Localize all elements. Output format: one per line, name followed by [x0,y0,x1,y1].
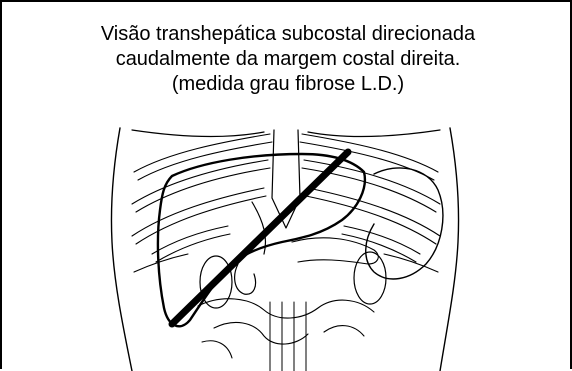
clavicle-right [307,129,441,138]
intestine-2 [213,321,309,345]
gallbladder [234,263,257,295]
rib-left-3b [135,195,267,245]
intestine-4 [201,340,233,359]
rib-right-3b [305,195,437,245]
caption-line-3: (medida grau fibrose L.D.) [171,73,405,95]
stomach-outline [365,167,444,280]
rib-right-1b [299,141,435,181]
sternum [271,129,301,229]
rib-right-5 [383,253,439,273]
rib-left-3 [131,187,265,237]
probe-line [168,148,352,328]
diagram-caption: Visão transhepática subcostal direcionad… [2,22,572,97]
caption-line-1: Visão transhepática subcostal direcionad… [100,23,476,45]
clavicle-left [131,129,265,138]
rib-right-3 [307,187,441,237]
pancreas [291,237,379,265]
caption-line-2: caudalmente da margem costal direita. [115,48,461,70]
rib-right-4 [343,225,421,255]
rib-left-2 [131,159,269,205]
rib-right-2 [303,159,441,205]
rib-left-4b [155,233,231,263]
rib-left-1b [137,141,273,181]
rib-left-2b [135,167,271,213]
rib-left-5 [133,253,189,273]
intestine-3 [323,325,365,337]
rib-right-2b [301,167,437,213]
kidney-right [353,251,387,305]
torso-outline-left [110,127,133,371]
rib-left-4 [151,225,229,255]
rib-left-1 [133,133,271,173]
rib-right-1 [301,133,439,173]
rib-right-4b [341,233,417,263]
kidney-left [199,255,233,309]
intestine-1 [197,298,375,319]
torso-outline-right [439,127,460,371]
